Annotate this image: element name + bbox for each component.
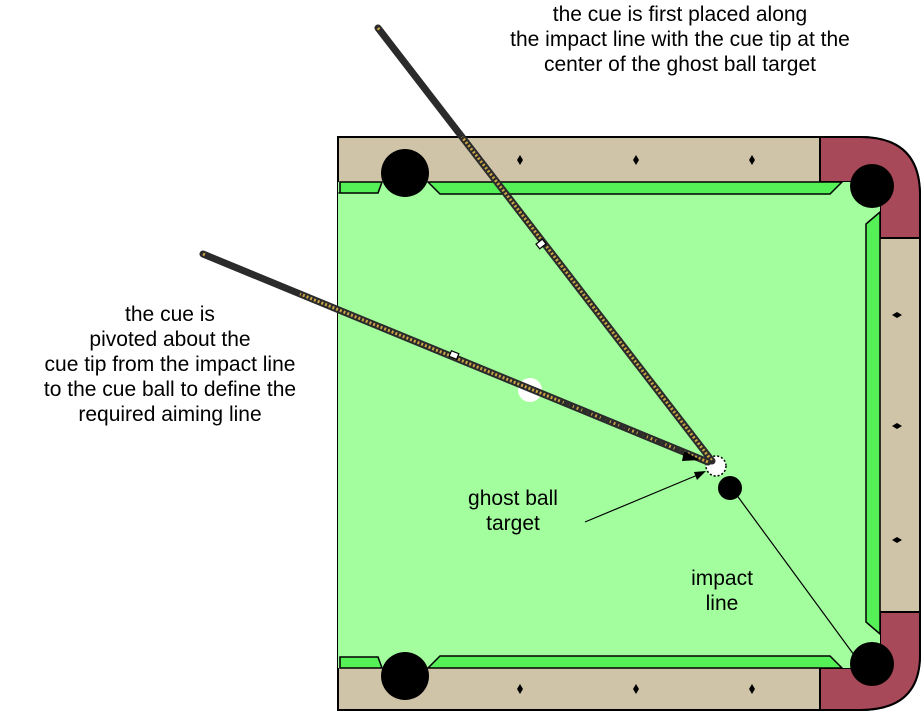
pocket-bottom-right [850, 642, 894, 686]
annotation-line: to the cue ball to define the [43, 378, 297, 401]
cue-stick-pivoted [199, 250, 712, 466]
cushion-top-left [339, 181, 384, 194]
ghost-ball-pointer-arrow [584, 473, 701, 523]
diamond [633, 684, 639, 694]
diamond [892, 423, 902, 429]
annotation-line: pivoted about the [89, 328, 251, 351]
annotation-line: impact [691, 567, 753, 590]
annotation-pivot: the cue is pivoted about the cue tip fro… [2, 302, 338, 427]
arrowhead [694, 471, 706, 480]
annotation-line: line [705, 592, 739, 615]
annotation-line: required aiming line [78, 403, 262, 426]
object-ball [718, 476, 742, 500]
pocket-bottom-left [381, 652, 429, 700]
pocket-top-right [850, 164, 894, 208]
diamond [892, 312, 902, 318]
annotation-arrows [584, 451, 706, 523]
annotation-ghost-ball: ghost ball target [438, 486, 588, 536]
annotation-line: cue tip from the impact line [44, 353, 296, 376]
diamond [517, 684, 523, 694]
impact-line [732, 489, 858, 660]
pivot-arrowhead [682, 451, 700, 461]
annotation-line: the cue is [125, 303, 215, 326]
cue-joint-marker [448, 349, 460, 361]
diamond [749, 155, 755, 165]
diamond [892, 537, 902, 543]
cue-joint-marker [535, 238, 547, 250]
annotation-line: the cue is first placed along [552, 3, 808, 26]
annotation-initial-placement: the cue is first placed along the impact… [470, 2, 890, 77]
diamond [517, 155, 523, 165]
cushion-bottom-left [339, 656, 384, 669]
annotation-line: center of the ghost ball target [543, 53, 816, 76]
diamond [633, 155, 639, 165]
cue-stick-initial [374, 24, 716, 465]
annotation-line: target [486, 512, 540, 535]
annotation-line: ghost ball [468, 487, 558, 510]
rail-diamonds [517, 155, 902, 694]
annotation-line: the impact line with the cue tip at the [510, 28, 850, 51]
pocket-top-left [381, 149, 429, 197]
cushion-bottom [426, 655, 844, 669]
annotation-impact-line: impact line [680, 566, 764, 616]
cushion-top [426, 181, 844, 195]
cushion-right [865, 210, 881, 636]
diamond [749, 684, 755, 694]
